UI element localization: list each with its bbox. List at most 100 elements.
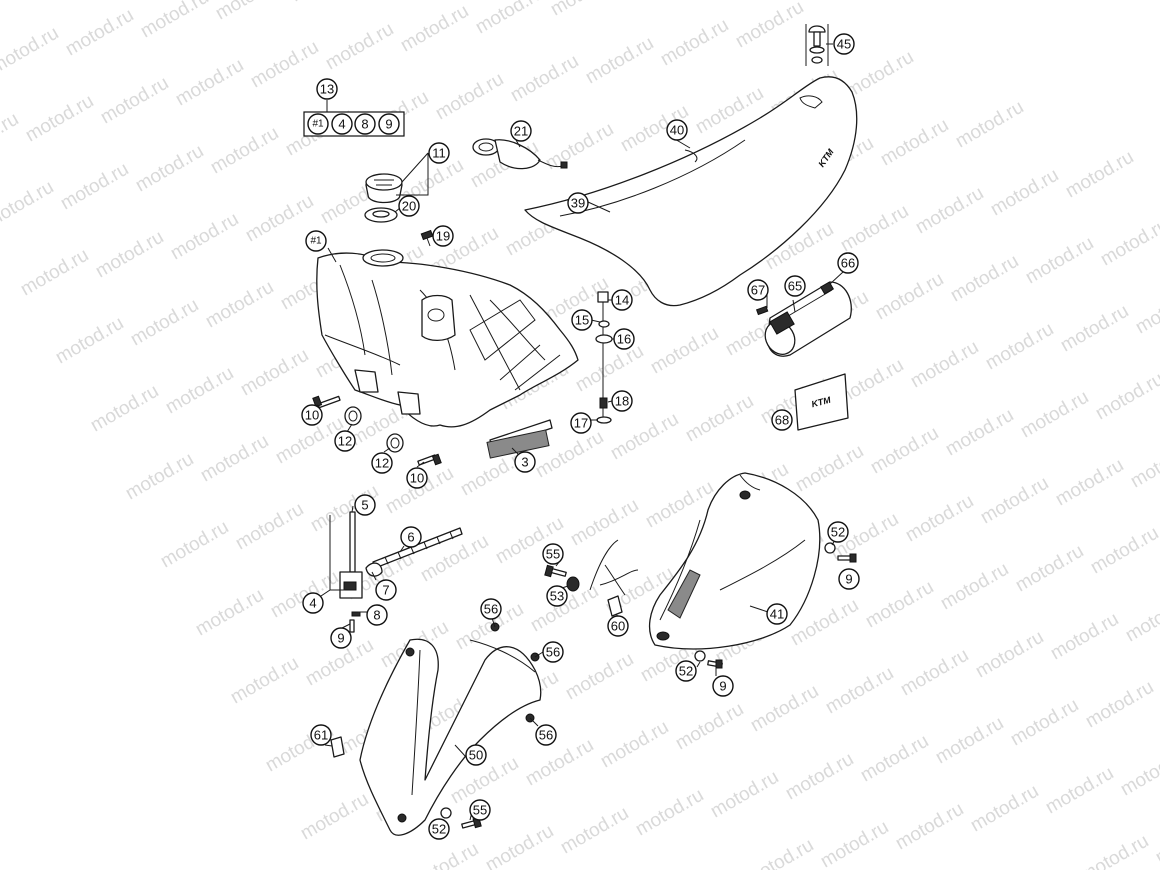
watermark-text: motod.ru bbox=[982, 319, 1057, 375]
watermark-text: motod.ru bbox=[1022, 233, 1097, 289]
callout: 55 bbox=[542, 543, 564, 565]
callout: 40 bbox=[666, 119, 688, 141]
svg-text:18: 18 bbox=[615, 394, 629, 409]
callout: 9 bbox=[330, 627, 352, 649]
callout: 52 bbox=[827, 521, 849, 543]
watermark-text: motod.ru bbox=[1047, 609, 1122, 665]
watermark-text: motod.ru bbox=[122, 449, 197, 505]
svg-text:11: 11 bbox=[432, 146, 446, 161]
watermark-text: motod.ru bbox=[1132, 283, 1160, 339]
svg-text:67: 67 bbox=[751, 283, 765, 298]
callout: 67 bbox=[747, 279, 769, 301]
callout: 4 bbox=[302, 592, 324, 614]
watermark-text: motod.ru bbox=[267, 567, 342, 623]
watermark-text: motod.ru bbox=[1097, 215, 1160, 271]
callout: 52 bbox=[428, 818, 450, 840]
svg-text:56: 56 bbox=[484, 602, 498, 617]
callout: 21 bbox=[510, 120, 532, 142]
callout: 53 bbox=[546, 585, 568, 607]
watermark-text: motod.ru bbox=[782, 749, 857, 805]
watermark-text: motod.ru bbox=[162, 363, 237, 419]
watermark-text: motod.ru bbox=[62, 5, 137, 61]
watermark-text: motod.ru bbox=[1042, 763, 1117, 819]
bolt-56-set bbox=[490, 617, 544, 727]
side-panel-50 bbox=[359, 638, 542, 836]
callout: 68 bbox=[771, 409, 793, 431]
svg-text:55: 55 bbox=[546, 547, 560, 562]
watermark-text: motod.ru bbox=[92, 227, 167, 283]
callout: #1 bbox=[305, 230, 327, 252]
watermark-text: motod.ru bbox=[857, 731, 932, 787]
watermark-text: motod.ru bbox=[1017, 387, 1092, 443]
svg-text:7: 7 bbox=[382, 583, 389, 598]
watermark-text: motod.ru bbox=[742, 835, 817, 870]
callout: 13 bbox=[316, 78, 338, 100]
callout: 18 bbox=[611, 390, 633, 412]
clip-61 bbox=[330, 736, 345, 758]
svg-text:45: 45 bbox=[837, 37, 851, 52]
watermark-text: motod.ru bbox=[167, 209, 242, 265]
svg-text:53: 53 bbox=[550, 589, 564, 604]
svg-text:5: 5 bbox=[361, 498, 368, 513]
watermark-text: motod.ru bbox=[127, 295, 202, 351]
shroud-bracket-60 bbox=[607, 595, 623, 617]
watermark-text: motod.ru bbox=[507, 51, 582, 107]
watermark-text: motod.ru bbox=[1007, 695, 1082, 751]
watermark-text: motod.ru bbox=[732, 0, 807, 52]
watermark-text: motod.ru bbox=[647, 323, 722, 379]
svg-text:66: 66 bbox=[841, 256, 855, 271]
callout: 15 bbox=[571, 309, 593, 331]
callout: 66 bbox=[837, 252, 859, 274]
svg-text:16: 16 bbox=[617, 332, 631, 347]
svg-text:#1: #1 bbox=[312, 119, 324, 130]
watermark-text: motod.ru bbox=[237, 345, 312, 401]
svg-text:61: 61 bbox=[314, 728, 328, 743]
callout: 20 bbox=[398, 195, 420, 217]
watermark-text: motod.ru bbox=[747, 681, 822, 737]
svg-text:52: 52 bbox=[432, 822, 446, 837]
watermark-text: motod.ru bbox=[547, 0, 622, 20]
watermark-text: motod.ru bbox=[22, 91, 97, 147]
callout: 56 bbox=[535, 724, 557, 746]
svg-text:20: 20 bbox=[402, 199, 416, 214]
watermark-text: motod.ru bbox=[1092, 369, 1160, 425]
watermark-text: motod.ru bbox=[632, 785, 707, 841]
watermark-text: motod.ru bbox=[0, 0, 27, 10]
watermark-text: motod.ru bbox=[817, 817, 892, 870]
watermark-text: motod.ru bbox=[902, 491, 977, 547]
kit-item: 4 bbox=[331, 113, 353, 135]
watermark-text: motod.ru bbox=[1087, 523, 1160, 579]
watermark-text: motod.ru bbox=[232, 499, 307, 555]
svg-text:52: 52 bbox=[831, 525, 845, 540]
cap-seal bbox=[364, 207, 398, 223]
watermark-text: motod.ru bbox=[417, 531, 492, 587]
grommet-12-lower bbox=[386, 433, 404, 453]
bolt-10-left bbox=[312, 395, 341, 409]
watermark-text: motod.ru bbox=[1122, 591, 1160, 647]
watermark-text: motod.ru bbox=[707, 767, 782, 823]
svg-text:4: 4 bbox=[309, 596, 316, 611]
svg-text:12: 12 bbox=[375, 456, 389, 471]
callout: 3 bbox=[514, 451, 536, 473]
svg-text:50: 50 bbox=[469, 748, 483, 763]
watermark-text: motod.ru bbox=[567, 495, 642, 551]
watermark-text: motod.ru bbox=[937, 559, 1012, 615]
tool-bag bbox=[755, 281, 852, 357]
callouts: 13 11 20 21 #1 19 40 39 45 14 15 16 17 1… bbox=[301, 33, 860, 840]
watermark-text: motod.ru bbox=[682, 391, 757, 447]
watermark-text: motod.ru bbox=[522, 735, 597, 791]
svg-text:41: 41 bbox=[770, 607, 784, 622]
watermark-text: motod.ru bbox=[867, 423, 942, 479]
callout: 11 bbox=[428, 142, 450, 164]
watermark-text: motod.ru bbox=[192, 585, 267, 641]
watermark-text: motod.ru bbox=[877, 115, 952, 171]
callout: 52 bbox=[675, 660, 697, 682]
callout: 16 bbox=[613, 328, 635, 350]
watermark-text: motod.ru bbox=[57, 159, 132, 215]
watermark-text: motod.ru bbox=[52, 313, 127, 369]
callout: 56 bbox=[480, 598, 502, 620]
watermark-text: motod.ru bbox=[172, 55, 247, 111]
watermark-text: motod.ru bbox=[197, 431, 272, 487]
watermark-text: motod.ru bbox=[482, 821, 557, 870]
